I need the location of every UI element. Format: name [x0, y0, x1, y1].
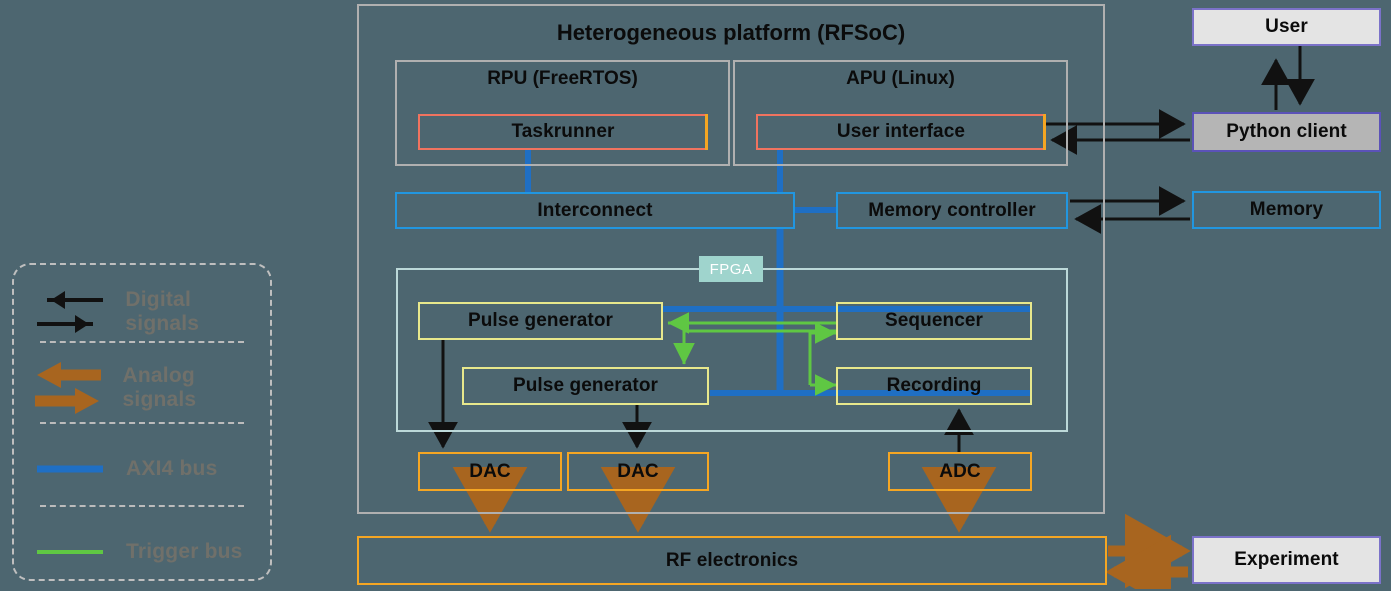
trigger-bus-icon [14, 542, 126, 562]
memory-controller-label: Memory controller [868, 199, 1036, 221]
memory-box[interactable]: Memory [1192, 191, 1381, 229]
rf-electronics-label: RF electronics [665, 549, 799, 571]
pulse-generator-2-label: Pulse generator [512, 375, 659, 396]
legend-divider-3 [40, 505, 244, 507]
memory-controller-box[interactable]: Memory controller [836, 192, 1068, 229]
user-box[interactable]: User [1192, 8, 1381, 46]
rf-electronics-box[interactable]: RF electronics [357, 536, 1107, 585]
user-interface-label: User interface [836, 121, 966, 142]
rfsoc-title: Heterogeneous platform (RFSoC) [556, 20, 906, 45]
sequencer-label: Sequencer [884, 310, 984, 331]
legend-item-analog-signals: Analog signals [14, 349, 270, 427]
legend-divider-1 [40, 341, 244, 343]
user-label: User [1265, 16, 1308, 37]
legend-label-digital-signals: Digital signals [125, 288, 200, 335]
user-interface-box[interactable]: User interface [756, 114, 1046, 150]
dac-2-box[interactable]: DAC [567, 452, 709, 491]
digital-signals-icon [14, 286, 125, 338]
pulse-generator-1-label: Pulse generator [467, 310, 614, 331]
legend-item-digital-signals: Digital signals [14, 273, 270, 351]
legend-panel: Digital signals Analog signals AXI4 [12, 263, 272, 581]
legend-item-trigger-bus: Trigger bus [14, 513, 270, 591]
apu-title: APU (Linux) [846, 68, 955, 89]
recording-label: Recording [886, 375, 982, 396]
experiment-box[interactable]: Experiment [1192, 536, 1381, 584]
legend-item-axi4-bus: AXI4 bus [14, 430, 270, 508]
rpu-title: RPU (FreeRTOS) [487, 68, 638, 89]
legend-label-analog-signals: Analog signals [122, 364, 197, 411]
pulse-generator-1-box[interactable]: Pulse generator [418, 302, 663, 340]
fpga-tag: FPGA [699, 256, 763, 282]
python-client-box[interactable]: Python client [1192, 112, 1381, 152]
axi4-bus-icon [14, 459, 126, 479]
memory-label: Memory [1249, 199, 1324, 220]
adc-label: ADC [939, 460, 981, 482]
rpu-container [395, 60, 730, 166]
fpga-container [396, 268, 1068, 432]
sequencer-box[interactable]: Sequencer [836, 302, 1032, 340]
recording-box[interactable]: Recording [836, 367, 1032, 405]
analog-signals-icon [14, 360, 123, 416]
dac-1-label: DAC [469, 460, 511, 482]
legend-label-axi4-bus: AXI4 bus [126, 457, 218, 480]
dac-1-box[interactable]: DAC [418, 452, 562, 491]
adc-box[interactable]: ADC [888, 452, 1032, 491]
dac-2-label: DAC [617, 460, 659, 482]
taskrunner-box[interactable]: Taskrunner [418, 114, 708, 150]
legend-label-trigger-bus: Trigger bus [126, 540, 243, 563]
experiment-label: Experiment [1234, 549, 1339, 570]
python-client-label: Python client [1226, 121, 1347, 142]
legend-divider-2 [40, 422, 244, 424]
interconnect-label: Interconnect [537, 199, 653, 221]
taskrunner-label: Taskrunner [511, 121, 615, 142]
rfsoc-container [357, 4, 1105, 514]
apu-container [733, 60, 1068, 166]
pulse-generator-2-box[interactable]: Pulse generator [462, 367, 709, 405]
interconnect-box[interactable]: Interconnect [395, 192, 795, 229]
